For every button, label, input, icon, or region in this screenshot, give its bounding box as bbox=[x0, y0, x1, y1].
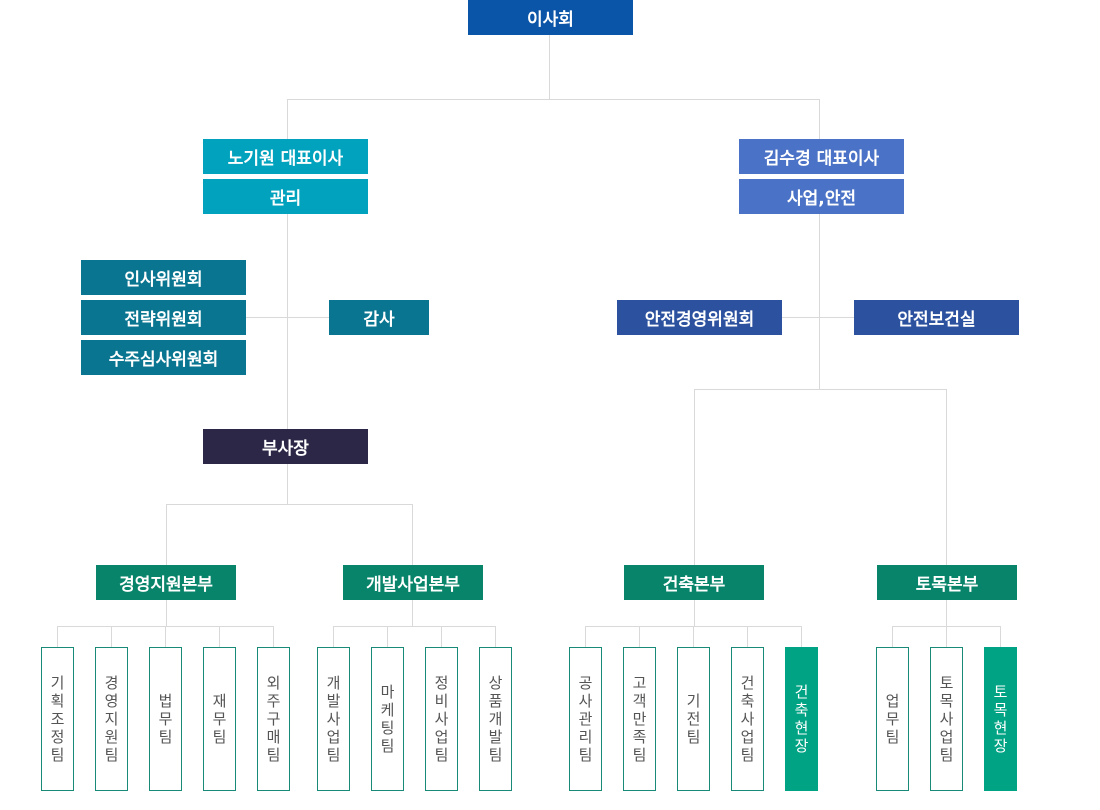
team-label: 토목현장 bbox=[993, 683, 1008, 755]
team-label: 토목사업팀 bbox=[939, 674, 954, 764]
division-development: 개발사업본부 bbox=[343, 565, 483, 600]
team-box: 기전팀 bbox=[677, 647, 710, 791]
ceo-right-name-box: 김수경 대표이사 bbox=[739, 139, 904, 174]
team-box: 토목사업팀 bbox=[930, 647, 963, 791]
team-label: 경영지원팀 bbox=[104, 674, 119, 764]
team-box: 업무팀 bbox=[876, 647, 909, 791]
team-box: 상품개발팀 bbox=[479, 647, 512, 791]
safety-committee-box: 안전경영위원회 bbox=[617, 300, 782, 335]
committee-strategy-box: 전략위원회 bbox=[81, 300, 246, 335]
connector-line bbox=[166, 600, 167, 626]
board-box: 이사회 bbox=[468, 0, 633, 35]
connector-line bbox=[287, 99, 820, 100]
team-box: 법무팀 bbox=[149, 647, 182, 791]
safety-office-box: 안전보건실 bbox=[854, 300, 1019, 335]
team-label: 공사관리팀 bbox=[578, 674, 593, 764]
team-label: 개발사업팀 bbox=[326, 674, 341, 764]
team-label: 법무팀 bbox=[158, 692, 173, 746]
connector-line bbox=[246, 317, 329, 318]
team-box: 건축사업팀 bbox=[731, 647, 764, 791]
field-site-box: 토목현장 bbox=[984, 647, 1017, 791]
ceo-left-name-box: 노기원 대표이사 bbox=[203, 139, 368, 174]
vice-president-box: 부사장 bbox=[203, 429, 368, 464]
connector-line bbox=[694, 389, 947, 390]
team-box: 재무팀 bbox=[203, 647, 236, 791]
team-box: 외주구매팀 bbox=[257, 647, 290, 791]
division-architecture: 건축본부 bbox=[624, 565, 764, 600]
team-box: 정비사업팀 bbox=[425, 647, 458, 791]
committee-order-review-box: 수주심사위원회 bbox=[81, 340, 246, 375]
connector-line bbox=[801, 626, 802, 647]
connector-line bbox=[57, 626, 58, 647]
connector-line bbox=[219, 626, 220, 647]
connector-line bbox=[287, 99, 288, 139]
connector-line bbox=[946, 626, 947, 647]
team-label: 마케팅팀 bbox=[380, 683, 395, 755]
division-management-support: 경영지원본부 bbox=[96, 565, 236, 600]
connector-line bbox=[694, 600, 695, 626]
connector-line bbox=[693, 626, 694, 647]
connector-line bbox=[273, 626, 274, 647]
team-label: 재무팀 bbox=[212, 692, 227, 746]
connector-line bbox=[412, 600, 413, 626]
team-label: 기전팀 bbox=[686, 692, 701, 746]
connector-line bbox=[819, 214, 820, 389]
team-box: 개발사업팀 bbox=[317, 647, 350, 791]
team-label: 외주구매팀 bbox=[266, 674, 281, 764]
connector-line bbox=[639, 626, 640, 647]
connector-line bbox=[946, 389, 947, 565]
team-box: 고객만족팀 bbox=[623, 647, 656, 791]
connector-line bbox=[694, 389, 695, 565]
connector-line bbox=[166, 504, 413, 505]
connector-line bbox=[946, 600, 947, 626]
team-box: 마케팅팀 bbox=[371, 647, 404, 791]
connector-line bbox=[495, 626, 496, 647]
connector-line bbox=[747, 626, 748, 647]
connector-line bbox=[333, 626, 334, 647]
connector-line bbox=[111, 626, 112, 647]
connector-line bbox=[287, 214, 288, 429]
ceo-right-role-box: 사업,안전 bbox=[739, 179, 904, 214]
connector-line bbox=[585, 626, 586, 647]
team-label: 건축사업팀 bbox=[740, 674, 755, 764]
team-label: 기획조정팀 bbox=[50, 674, 65, 764]
ceo-left-role-box: 관리 bbox=[203, 179, 368, 214]
connector-line bbox=[333, 626, 495, 627]
division-civil: 토목본부 bbox=[877, 565, 1017, 600]
team-label: 고객만족팀 bbox=[632, 674, 647, 764]
connector-line bbox=[387, 626, 388, 647]
connector-line bbox=[892, 626, 893, 647]
connector-line bbox=[1000, 626, 1001, 647]
team-box: 경영지원팀 bbox=[95, 647, 128, 791]
connector-line bbox=[165, 626, 166, 647]
team-label: 상품개발팀 bbox=[488, 674, 503, 764]
connector-line bbox=[412, 504, 413, 565]
connector-line bbox=[782, 317, 854, 318]
team-label: 업무팀 bbox=[885, 692, 900, 746]
committee-personnel-box: 인사위원회 bbox=[81, 260, 246, 295]
team-box: 공사관리팀 bbox=[569, 647, 602, 791]
audit-box: 감사 bbox=[329, 300, 429, 335]
field-site-box: 건축현장 bbox=[785, 647, 818, 791]
connector-line bbox=[819, 99, 820, 139]
connector-line bbox=[166, 504, 167, 565]
team-label: 건축현장 bbox=[794, 683, 809, 755]
team-label: 정비사업팀 bbox=[434, 674, 449, 764]
connector-line bbox=[549, 35, 550, 99]
connector-line bbox=[441, 626, 442, 647]
connector-line bbox=[287, 464, 288, 504]
team-box: 기획조정팀 bbox=[41, 647, 74, 791]
